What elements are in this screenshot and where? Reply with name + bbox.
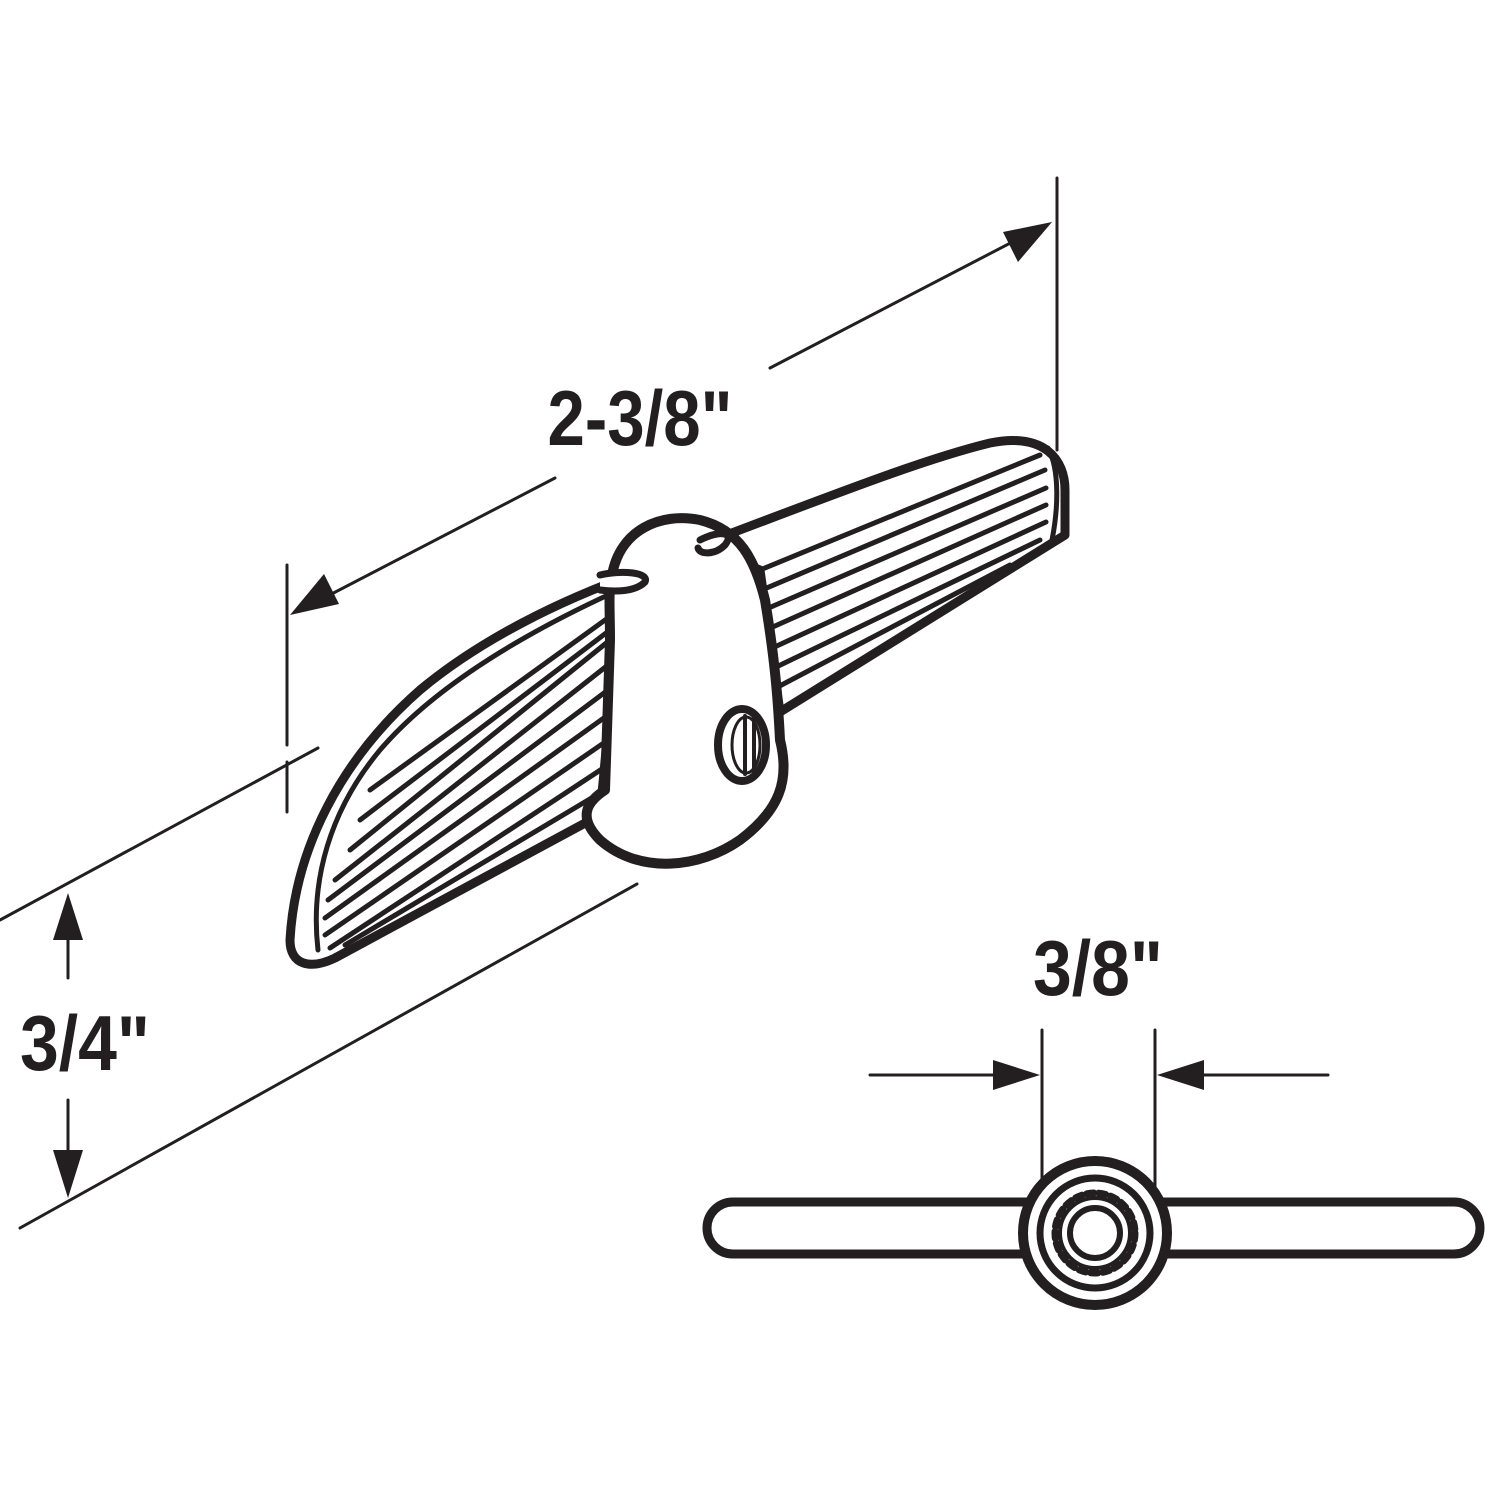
handle-end-view	[702, 1156, 1485, 1310]
hub-width-dimension	[868, 1028, 1330, 1202]
left-blade-edge	[313, 582, 633, 953]
end-view-bore	[1067, 1205, 1123, 1261]
right-blade-ribs	[757, 452, 1049, 693]
height-label: 3/4"	[20, 999, 150, 1087]
gear-root	[1058, 1196, 1132, 1270]
hub-lip-right	[694, 530, 732, 557]
end-view-hub	[1018, 1156, 1172, 1310]
length-label: 2-3/8"	[548, 374, 733, 462]
end-view-ring	[1036, 1174, 1154, 1292]
gear-icon	[1051, 1189, 1139, 1277]
arrowhead-left-icon	[290, 574, 339, 615]
right-blade-edge	[1045, 445, 1060, 543]
dimension-line-right	[768, 236, 1022, 370]
arrowhead-left-icon	[1157, 1060, 1204, 1090]
height-dimension	[0, 746, 639, 1230]
handle-perspective-view	[285, 436, 1070, 969]
extension-line-bottom	[18, 882, 639, 1230]
left-blade-ribs	[322, 612, 615, 951]
dimension-line-left	[318, 476, 557, 602]
left-blade	[285, 567, 645, 969]
extension-line-top	[0, 746, 320, 922]
hub-width-label: 3/8"	[1033, 924, 1163, 1012]
length-dimension	[285, 176, 1059, 814]
arrowhead-right-icon	[1003, 222, 1052, 262]
hub-lip-left	[596, 568, 649, 595]
arrowhead-down-icon	[53, 1150, 83, 1198]
arrowhead-right-icon	[993, 1060, 1040, 1090]
arrowhead-up-icon	[53, 893, 83, 940]
